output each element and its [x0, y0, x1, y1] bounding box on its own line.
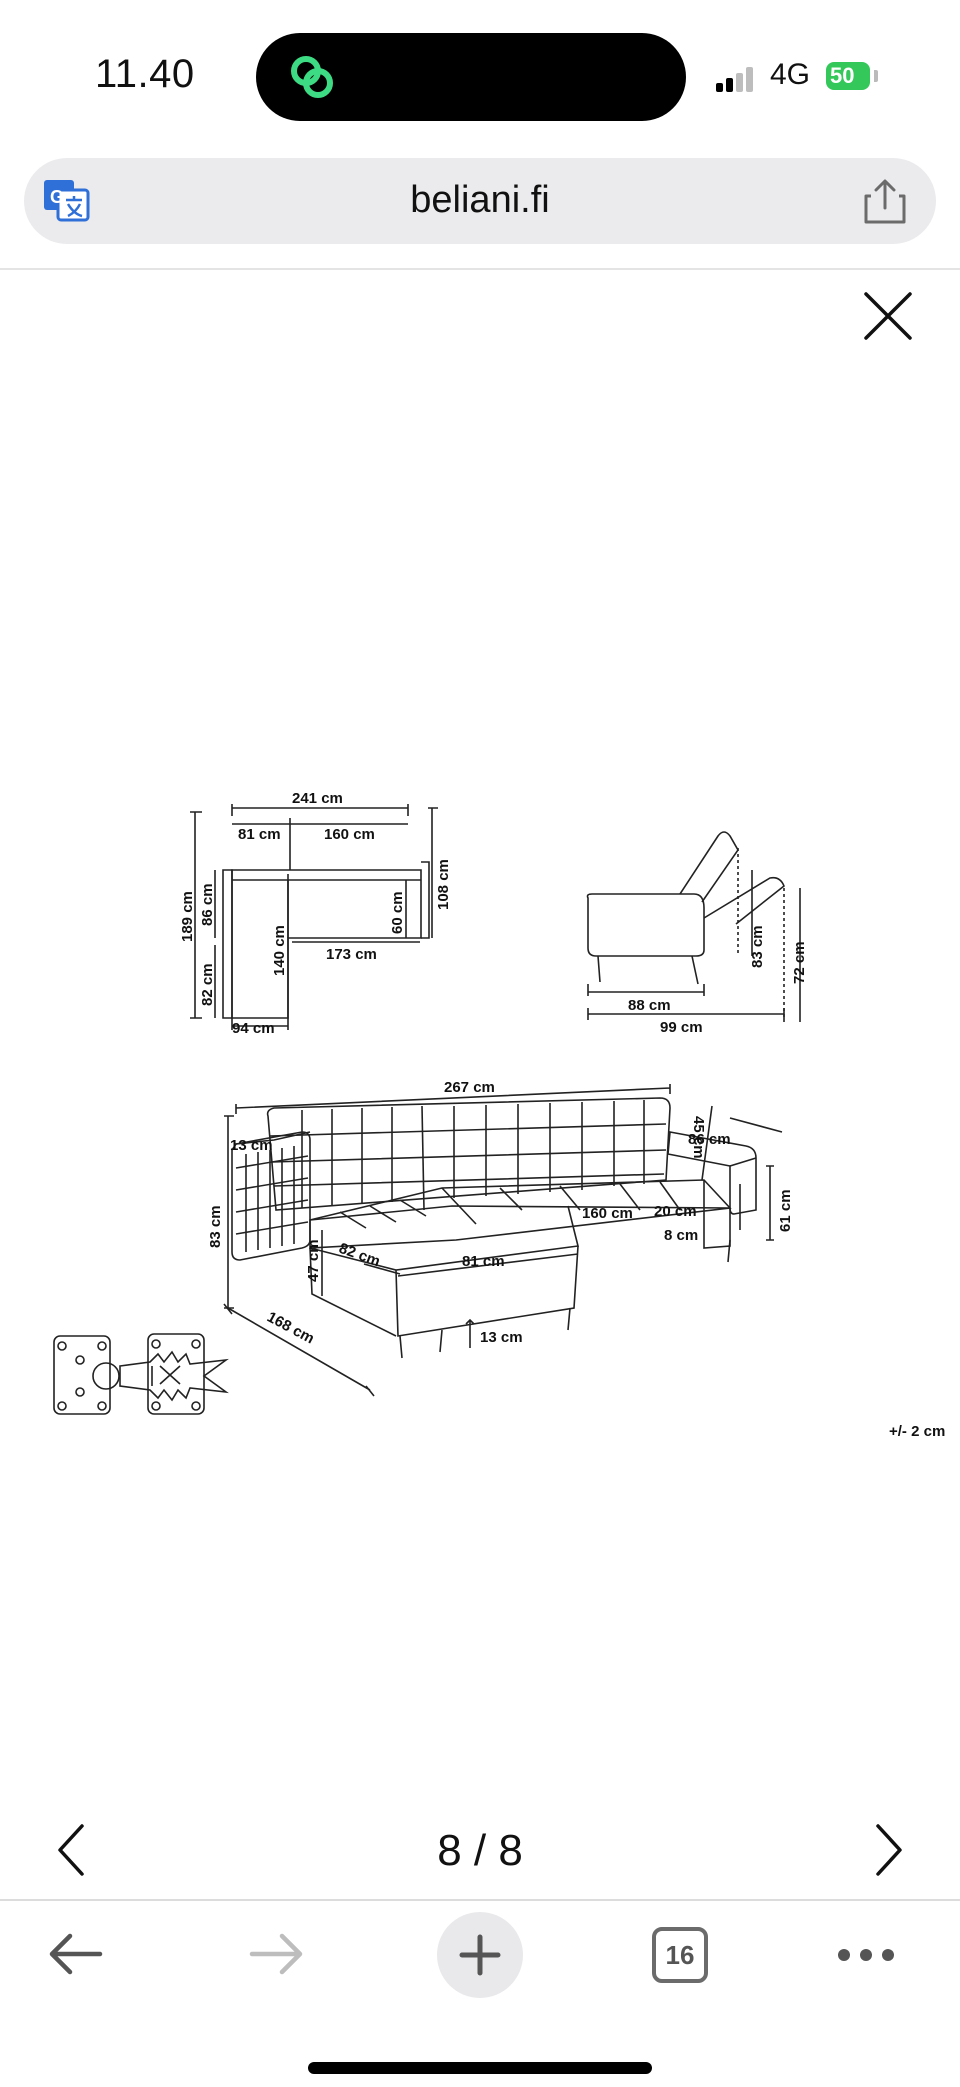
plan-view-drawing	[190, 804, 438, 1030]
dim-160: 160 cm	[324, 826, 375, 843]
dim-iso-8: 8 cm	[664, 1227, 698, 1244]
dynamic-island	[256, 33, 686, 121]
dim-iso-160: 160 cm	[582, 1205, 633, 1222]
dim-side-72: 72 cm	[791, 941, 808, 984]
dim-iso-61: 61 cm	[777, 1189, 794, 1232]
arrow-left-icon[interactable]	[44, 1928, 108, 1980]
side-view-drawing	[586, 831, 801, 1022]
dim-iso-47: 47 cm	[305, 1239, 322, 1282]
dim-side-99: 99 cm	[660, 1019, 703, 1036]
dim-side-83: 83 cm	[749, 925, 766, 968]
dim-iso-168: 168 cm	[264, 1309, 317, 1348]
dim-iso-45: 45 cm	[690, 1116, 707, 1159]
dim-iso-81: 81 cm	[462, 1253, 505, 1270]
arrow-right-icon[interactable]	[244, 1928, 308, 1980]
dim-60: 60 cm	[389, 891, 406, 934]
dim-iso-20: 20 cm	[654, 1203, 697, 1220]
tabs-button[interactable]: 16	[652, 1927, 708, 1983]
link-app-icon	[291, 56, 333, 98]
battery-icon: 50	[826, 62, 870, 90]
dim-iso-13b: 13 cm	[480, 1329, 523, 1346]
ellipsis-icon[interactable]	[836, 1940, 896, 1970]
product-dimension-image[interactable]: 241 cm 81 cm 160 cm 189 cm 86 cm 82 cm 1…	[40, 770, 960, 1450]
address-domain[interactable]: beliani.fi	[410, 179, 550, 221]
dim-189: 189 cm	[179, 891, 196, 942]
tolerance-note: +/- 2 cm	[889, 1423, 945, 1440]
page-counter: 8 / 8	[437, 1826, 523, 1875]
dim-94: 94 cm	[232, 1020, 275, 1037]
cellular-signal-icon	[716, 66, 753, 92]
isometric-sofa-drawing	[223, 1084, 783, 1397]
share-icon[interactable]	[862, 178, 908, 226]
new-tab-button[interactable]	[437, 1912, 523, 1998]
network-type: 4G	[770, 58, 811, 91]
translate-icon[interactable]: G	[42, 176, 90, 224]
dim-86: 86 cm	[199, 883, 216, 926]
tabs-count: 16	[652, 1927, 708, 1983]
dim-241: 241 cm	[292, 790, 343, 807]
dim-108: 108 cm	[435, 859, 452, 910]
status-time: 11.40	[95, 52, 195, 96]
dim-iso-13a: 13 cm	[230, 1137, 273, 1154]
home-indicator	[308, 2062, 652, 2074]
dim-140: 140 cm	[271, 925, 288, 976]
dim-iso-86: 86 cm	[688, 1131, 731, 1148]
battery-tip	[874, 70, 878, 82]
connector-detail-drawing	[53, 1333, 229, 1415]
battery-level: 50	[830, 63, 855, 88]
chevron-right-icon[interactable]	[868, 1820, 908, 1880]
header-divider	[0, 268, 960, 270]
dim-81: 81 cm	[238, 826, 281, 843]
dim-iso-267: 267 cm	[444, 1079, 495, 1096]
close-icon[interactable]	[862, 290, 914, 342]
chevron-left-icon[interactable]	[52, 1820, 92, 1880]
plus-icon	[459, 1934, 501, 1976]
svg-text:G: G	[50, 187, 64, 207]
address-bar[interactable]: G beliani.fi	[24, 158, 936, 244]
dim-iso-83: 83 cm	[207, 1205, 224, 1248]
dim-173: 173 cm	[326, 946, 377, 963]
dim-side-88: 88 cm	[628, 997, 671, 1014]
dim-82: 82 cm	[199, 963, 216, 1006]
toolbar-divider	[0, 1899, 960, 1901]
